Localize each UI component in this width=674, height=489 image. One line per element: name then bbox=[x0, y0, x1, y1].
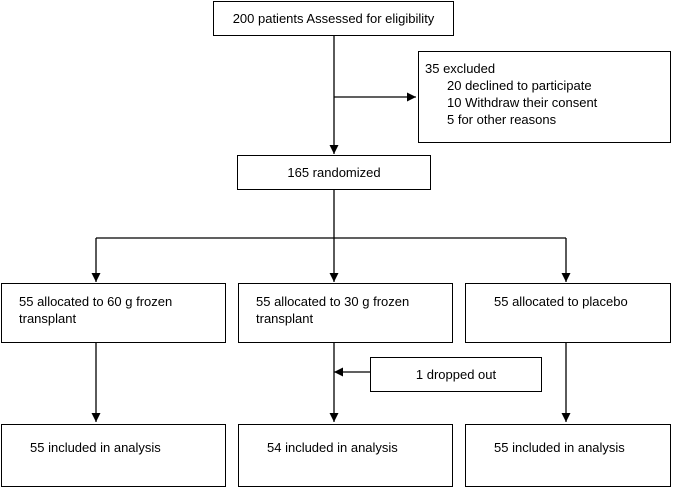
arm3-analysis-box: 55 included in analysis bbox=[465, 424, 671, 487]
arm1-analysis-box: 55 included in analysis bbox=[1, 424, 226, 487]
assessed-label: 200 patients Assessed for eligibility bbox=[232, 11, 435, 26]
excluded-reason: 5 for other reasons bbox=[447, 112, 557, 127]
arm1-allocated-label: 55 allocated to 60 g frozen transplant bbox=[19, 294, 173, 326]
arm3-analysis-label: 55 included in analysis bbox=[494, 440, 625, 455]
excluded-reason: 10 Withdraw their consent bbox=[447, 95, 598, 110]
arm3-allocated-label: 55 allocated to placebo bbox=[494, 294, 628, 309]
randomized-box: 165 randomized bbox=[237, 155, 431, 190]
dropout-label: 1 dropped out bbox=[415, 367, 497, 382]
arm3-allocated-box: 55 allocated to placebo bbox=[465, 283, 671, 343]
excluded-reasons-list: 20 declined to participate 10 Withdraw t… bbox=[425, 77, 664, 128]
excluded-box: 35 excluded 20 declined to participate 1… bbox=[418, 51, 671, 143]
arm1-analysis-label: 55 included in analysis bbox=[30, 440, 161, 455]
assessed-box: 200 patients Assessed for eligibility bbox=[213, 1, 454, 36]
randomized-label: 165 randomized bbox=[287, 165, 381, 180]
excluded-title: 35 excluded bbox=[425, 61, 496, 76]
arm2-analysis-box: 54 included in analysis bbox=[238, 424, 453, 487]
arm1-allocated-box: 55 allocated to 60 g frozen transplant bbox=[1, 283, 226, 343]
excluded-reason: 20 declined to participate bbox=[447, 78, 592, 93]
arm2-allocated-box: 55 allocated to 30 g frozen transplant bbox=[238, 283, 453, 343]
arm2-analysis-label: 54 included in analysis bbox=[267, 440, 398, 455]
dropout-box: 1 dropped out bbox=[370, 357, 542, 392]
arm2-allocated-label: 55 allocated to 30 g frozen transplant bbox=[256, 294, 410, 326]
